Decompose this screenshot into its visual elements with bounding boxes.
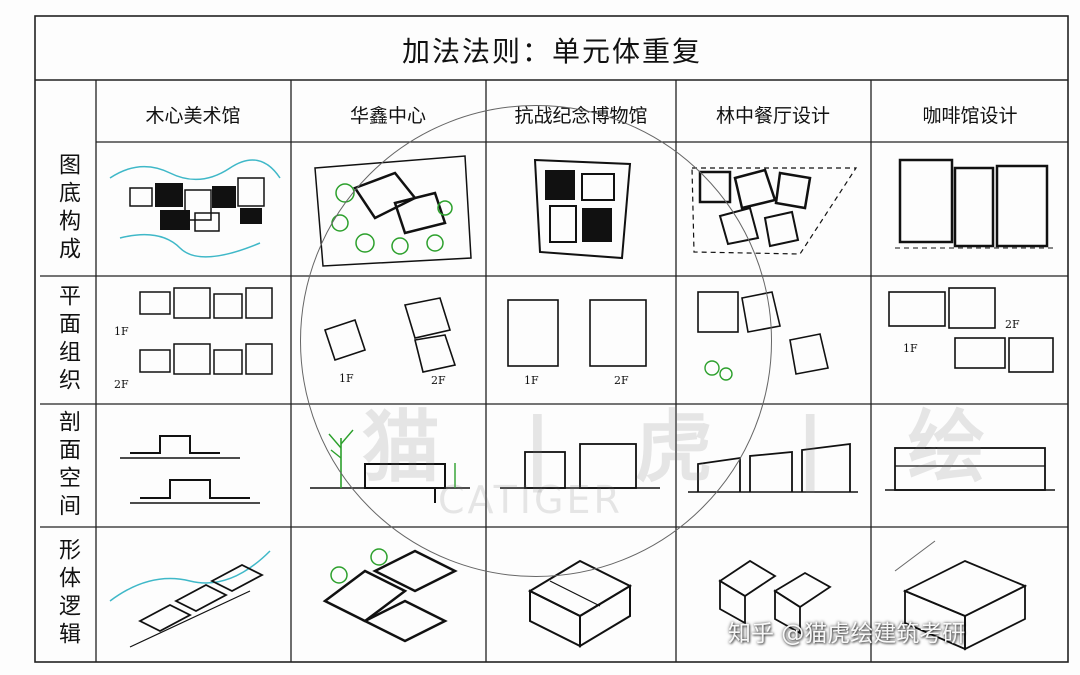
row-header-figure-ground: 图底构成: [55, 153, 80, 265]
column-header-muxin: 木心美术馆: [145, 104, 241, 127]
plan-muxin: 1F 2F: [100, 280, 286, 400]
column-header-cafe: 咖啡馆设计: [922, 104, 1018, 127]
column-header-war-museum: 抗战纪念博物馆: [514, 104, 648, 127]
plan-huaxin-1f-label: 1F: [339, 372, 354, 385]
zhihu-credit: 知乎 @猫虎绘建筑考研: [728, 621, 966, 647]
figure-ground-forest-restaurant: [680, 148, 866, 272]
figure-ground-huaxin: [295, 148, 481, 272]
form-huaxin: [295, 531, 481, 658]
figure-ground-muxin: [100, 148, 286, 272]
section-muxin: [100, 408, 286, 523]
section-huaxin: [295, 408, 481, 523]
plan-huaxin: 1F 2F: [295, 280, 481, 400]
form-war-museum: [490, 531, 672, 658]
form-forest-restaurant: [680, 531, 866, 658]
form-cafe: [875, 531, 1065, 658]
plan-huaxin-2f-label: 2F: [431, 374, 446, 387]
column-header-forest-restaurant: 林中餐厅设计: [715, 104, 830, 127]
row-header-plan: 平面组织: [55, 284, 80, 396]
row-header-form-logic: 形体逻辑: [55, 538, 80, 650]
plan-war-museum-1f-label: 1F: [524, 374, 539, 387]
plan-cafe: 1F 2F: [875, 280, 1065, 400]
column-header-huaxin: 华鑫中心: [349, 104, 426, 127]
plan-war-museum-2f-label: 2F: [614, 374, 629, 387]
figure-ground-war-museum: [490, 148, 672, 272]
plan-muxin-2f-label: 2F: [114, 378, 129, 391]
form-muxin: [100, 531, 286, 658]
page-title: 加法法则：单元体重复: [401, 35, 702, 68]
row-header-section: 剖面空间: [55, 409, 80, 522]
section-cafe: [875, 408, 1065, 523]
plan-forest-restaurant: [680, 280, 866, 400]
plan-cafe-1f-label: 1F: [903, 342, 918, 355]
plan-cafe-2f-label: 2F: [1005, 318, 1020, 331]
section-forest-restaurant: [680, 408, 866, 523]
plan-war-museum: 1F 2F: [490, 280, 672, 400]
figure-ground-cafe: [875, 148, 1065, 272]
plan-muxin-1f-label: 1F: [114, 325, 129, 338]
section-war-museum: [490, 408, 672, 523]
